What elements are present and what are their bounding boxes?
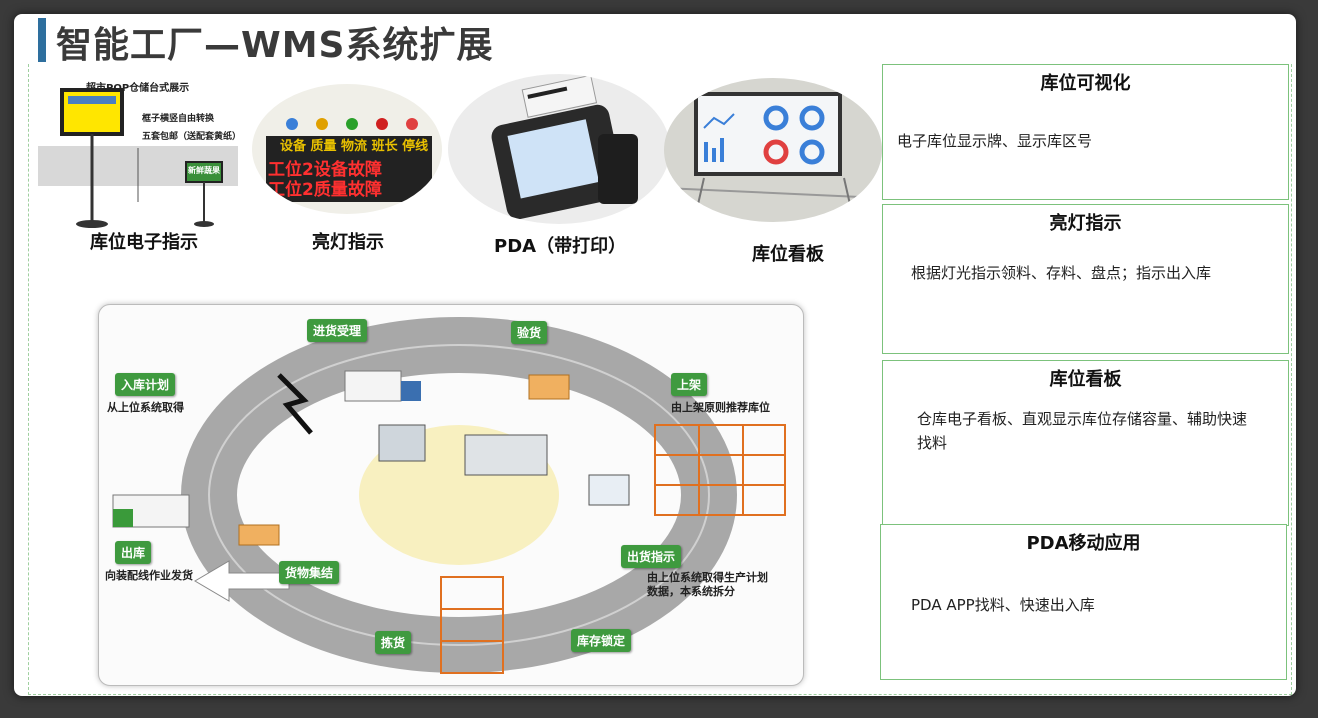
node-picking: 拣货 — [375, 631, 412, 654]
image-led-indicator: 设备 质量 物流 班长 停线 工位2设备故障 工位2质量故障 — [252, 84, 442, 214]
title-accent-bar — [38, 18, 46, 62]
image-label-storage-sign: 库位电子指示 — [90, 232, 198, 253]
node-shipping-instruction: 出货指示 — [621, 545, 682, 568]
panel-title: 库位看板 — [1049, 369, 1122, 390]
node-putaway-desc: 由上架原则推荐库位 — [671, 401, 770, 414]
node-outbound: 出库 — [115, 541, 152, 564]
content-frame — [28, 64, 1292, 695]
sign-small-text: 新鲜蔬果 — [188, 166, 220, 175]
pda-illustration — [491, 74, 638, 220]
image-pda — [448, 74, 670, 224]
panel-text: 仓库电子看板、直观显示库位存储容量、辅助快速找料 — [917, 410, 1248, 452]
node-inbound-plan: 入库计划 — [115, 373, 176, 396]
led-indicator-illustration — [266, 118, 432, 202]
led-line2: 工位2设备故障 — [268, 160, 382, 180]
node-outbound-desc: 向装配线作业发货 — [105, 569, 193, 582]
node-putaway: 上架 — [671, 373, 708, 396]
panel-text: 根据灯光指示领料、存料、盘点；指示出入库 — [911, 264, 1212, 282]
image-label-led: 亮灯指示 — [312, 232, 384, 253]
sign-line2: 五套包邮（送配套黄纸） — [142, 132, 238, 142]
page-title: 智能工厂—WMS系统扩展 — [56, 25, 494, 66]
node-inspection: 验货 — [511, 321, 548, 344]
node-consolidation: 货物集结 — [279, 561, 340, 584]
panel-pda-app: PDA移动应用 PDA APP找料、快速出入库 — [880, 524, 1287, 680]
node-receiving: 进货受理 — [307, 319, 368, 342]
image-storage-sign: 超市POP仓储台式展示 框子横竖自由转换 五套包邮（送配套黄纸） 新鲜蔬果 — [38, 72, 238, 232]
panel-title: 库位可视化 — [1040, 73, 1131, 94]
led-line3: 工位2质量故障 — [268, 180, 382, 200]
led-line1: 设备 质量 物流 班长 停线 — [280, 139, 429, 154]
panel-light-indicator: 亮灯指示 根据灯光指示领料、存料、盘点；指示出入库 — [882, 204, 1289, 354]
storage-sign-illustration — [38, 88, 238, 228]
node-inbound-plan-desc: 从上位系统取得 — [107, 401, 184, 414]
panel-title: PDA移动应用 — [1026, 533, 1141, 554]
node-shipping-instruction-desc: 由上位系统取得生产计划数据，本系统拆分 — [647, 571, 768, 598]
panel-title: 亮灯指示 — [1049, 213, 1122, 234]
panel-location-kanban: 库位看板 仓库电子看板、直观显示库位存储容量、辅助快速找料 — [882, 360, 1289, 526]
sign-title: 超市POP仓储台式展示 — [86, 83, 190, 94]
workflow-illustration — [112, 317, 786, 674]
panel-text: PDA APP找料、快速出入库 — [911, 596, 1095, 614]
sign-line1: 框子横竖自由转换 — [142, 114, 215, 124]
node-inventory-lock: 库存锁定 — [571, 629, 632, 652]
image-label-pda: PDA（带打印） — [494, 236, 627, 257]
wms-workflow-diagram: 进货受理 验货 入库计划 从上位系统取得 上架 由上架原则推荐库位 出库 向装配… — [98, 304, 804, 686]
panel-text: 电子库位显示牌、显示库区号 — [897, 132, 1093, 150]
kanban-illustration — [664, 92, 882, 222]
image-label-kanban: 库位看板 — [752, 244, 824, 265]
slide: 智能工厂—WMS系统扩展 超市POP仓储台式展示 框子横竖自由转换 五套包邮（送… — [14, 14, 1296, 696]
image-kanban — [664, 78, 882, 222]
panel-location-visualization: 库位可视化 电子库位显示牌、显示库区号 — [882, 64, 1289, 200]
